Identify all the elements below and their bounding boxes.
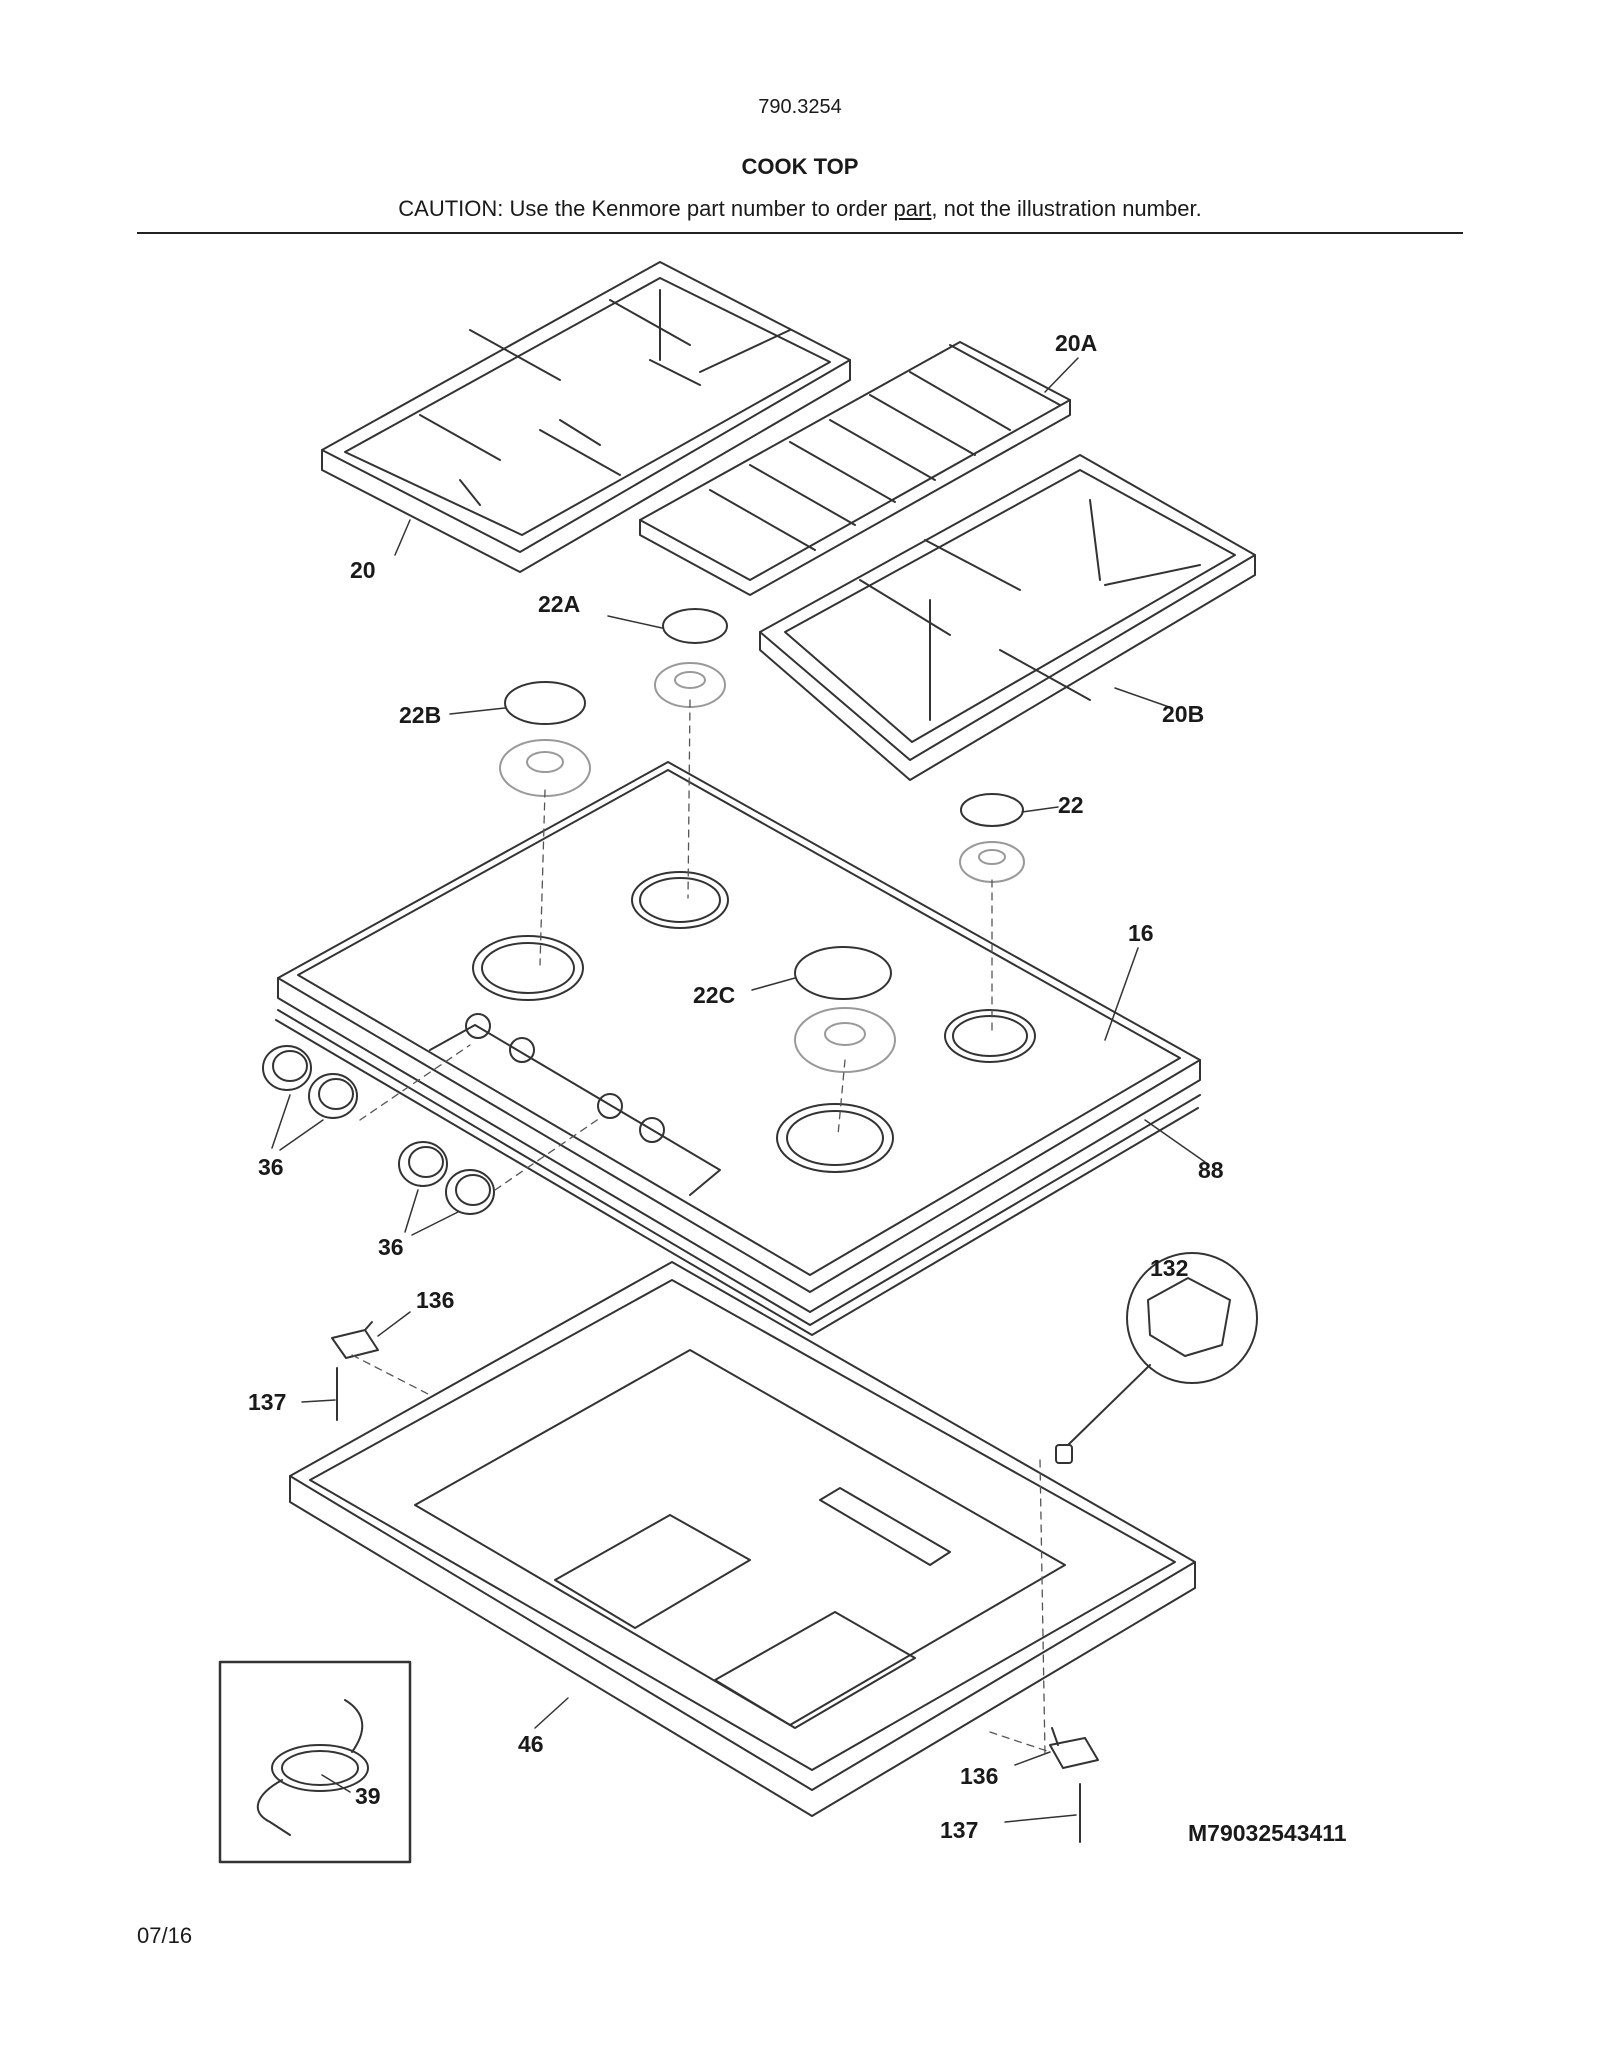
callout-136-bottom: 136 bbox=[960, 1763, 998, 1789]
control-knobs-part bbox=[262, 1045, 495, 1215]
cooktop-seal-part bbox=[275, 1019, 1199, 1336]
cooktop-surface-part bbox=[277, 761, 1201, 1326]
callout-136-top: 136 bbox=[416, 1287, 454, 1313]
callout-137-top: 137 bbox=[248, 1389, 286, 1415]
igniter-leader bbox=[1067, 1364, 1151, 1446]
callout-39: 39 bbox=[355, 1783, 381, 1809]
callout-20b: 20B bbox=[1162, 701, 1204, 727]
igniter-switch-detail bbox=[1126, 1252, 1258, 1384]
callout-22b: 22B bbox=[399, 702, 441, 728]
burner-cap-22c-part bbox=[794, 946, 892, 1000]
bracket-bottom-part bbox=[1049, 1727, 1099, 1769]
burner-cap-22-part bbox=[960, 793, 1024, 827]
caution-note: CAUTION: Use the Kenmore part number to … bbox=[0, 196, 1600, 222]
header-divider bbox=[137, 232, 1463, 234]
callout-137-bottom: 137 bbox=[940, 1817, 978, 1843]
callout-leader-lines bbox=[271, 357, 1206, 1823]
caution-underlined: part bbox=[893, 196, 932, 221]
callout-20: 20 bbox=[350, 557, 376, 583]
callout-46: 46 bbox=[518, 1731, 544, 1757]
power-cord-part bbox=[256, 1699, 369, 1836]
callout-16: 16 bbox=[1128, 920, 1154, 946]
grate-left-part bbox=[321, 261, 851, 573]
assembly-guide-lines bbox=[351, 699, 1051, 1756]
burner-box-part bbox=[289, 1261, 1196, 1817]
callout-22c: 22C bbox=[693, 982, 735, 1008]
callout-22a: 22A bbox=[538, 591, 580, 617]
callout-36-left: 36 bbox=[258, 1154, 284, 1180]
burner-cap-22b-part bbox=[504, 681, 586, 725]
power-cord-inset-frame bbox=[218, 1660, 412, 1864]
bracket-top-part bbox=[331, 1321, 379, 1359]
model-number: 790.3254 bbox=[758, 96, 842, 118]
callout-20a: 20A bbox=[1055, 330, 1097, 356]
callout-88: 88 bbox=[1198, 1157, 1224, 1183]
caution-prefix: CAUTION: Use the Kenmore part number to … bbox=[398, 196, 894, 221]
burner-cap-22a-part bbox=[662, 608, 728, 644]
figure-id: M79032543411 bbox=[1188, 1820, 1347, 1846]
grate-right-part bbox=[759, 454, 1256, 781]
page-title: COOK TOP bbox=[741, 154, 859, 179]
callout-36-right: 36 bbox=[378, 1234, 404, 1260]
callout-132: 132 bbox=[1150, 1255, 1188, 1281]
grate-middle-part bbox=[639, 341, 1071, 596]
igniter-small-part bbox=[1055, 1444, 1073, 1464]
burner-heads bbox=[499, 662, 1025, 1073]
callout-22: 22 bbox=[1058, 792, 1084, 818]
igniter-switch-part bbox=[1147, 1277, 1231, 1357]
footer-date: 07/16 bbox=[137, 1923, 193, 1948]
caution-suffix: , not the illustration number. bbox=[931, 196, 1202, 221]
